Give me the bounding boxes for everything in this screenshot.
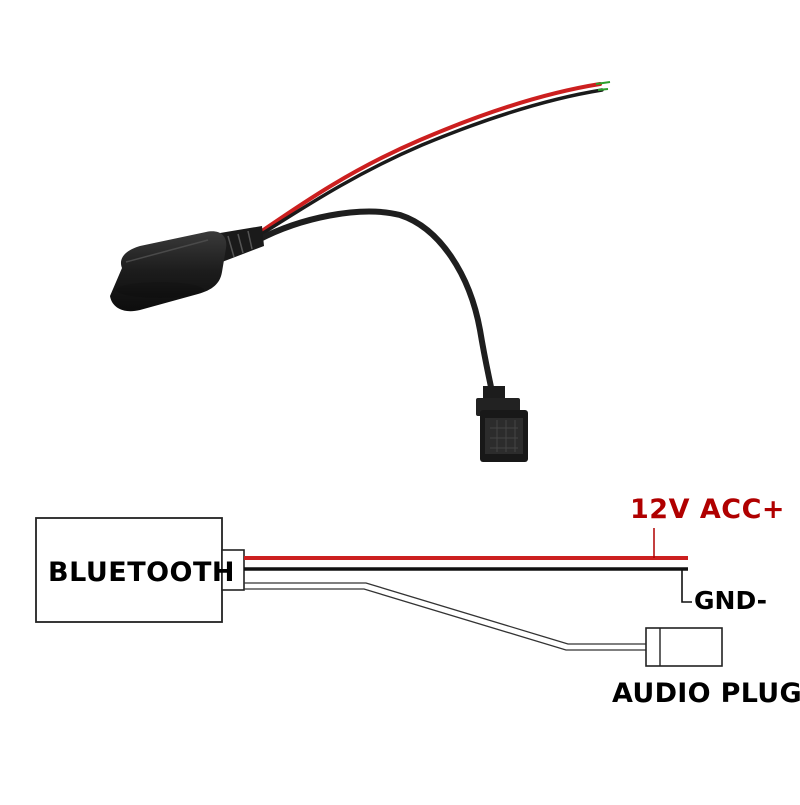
audio-wire-lower (244, 588, 646, 651)
audio-connector-photo (476, 386, 528, 462)
audio-cable (255, 208, 495, 395)
audio-plug-label: AUDIO PLUG (612, 678, 800, 709)
bluetooth-module-label: BLUETOOTH (48, 557, 236, 588)
bluetooth-module-photo (110, 231, 227, 312)
product-photo (110, 81, 611, 462)
audio-plug-symbol (645, 627, 723, 667)
audio-wire-upper (244, 582, 646, 645)
strain-relief (214, 226, 264, 262)
power-label: 12V ACC+ (630, 494, 786, 525)
power-cable (258, 81, 611, 237)
ground-leader (681, 569, 692, 603)
wiring-schematic (35, 517, 723, 667)
bluetooth-module-box (35, 517, 223, 623)
ground-label: GND- (694, 586, 768, 615)
